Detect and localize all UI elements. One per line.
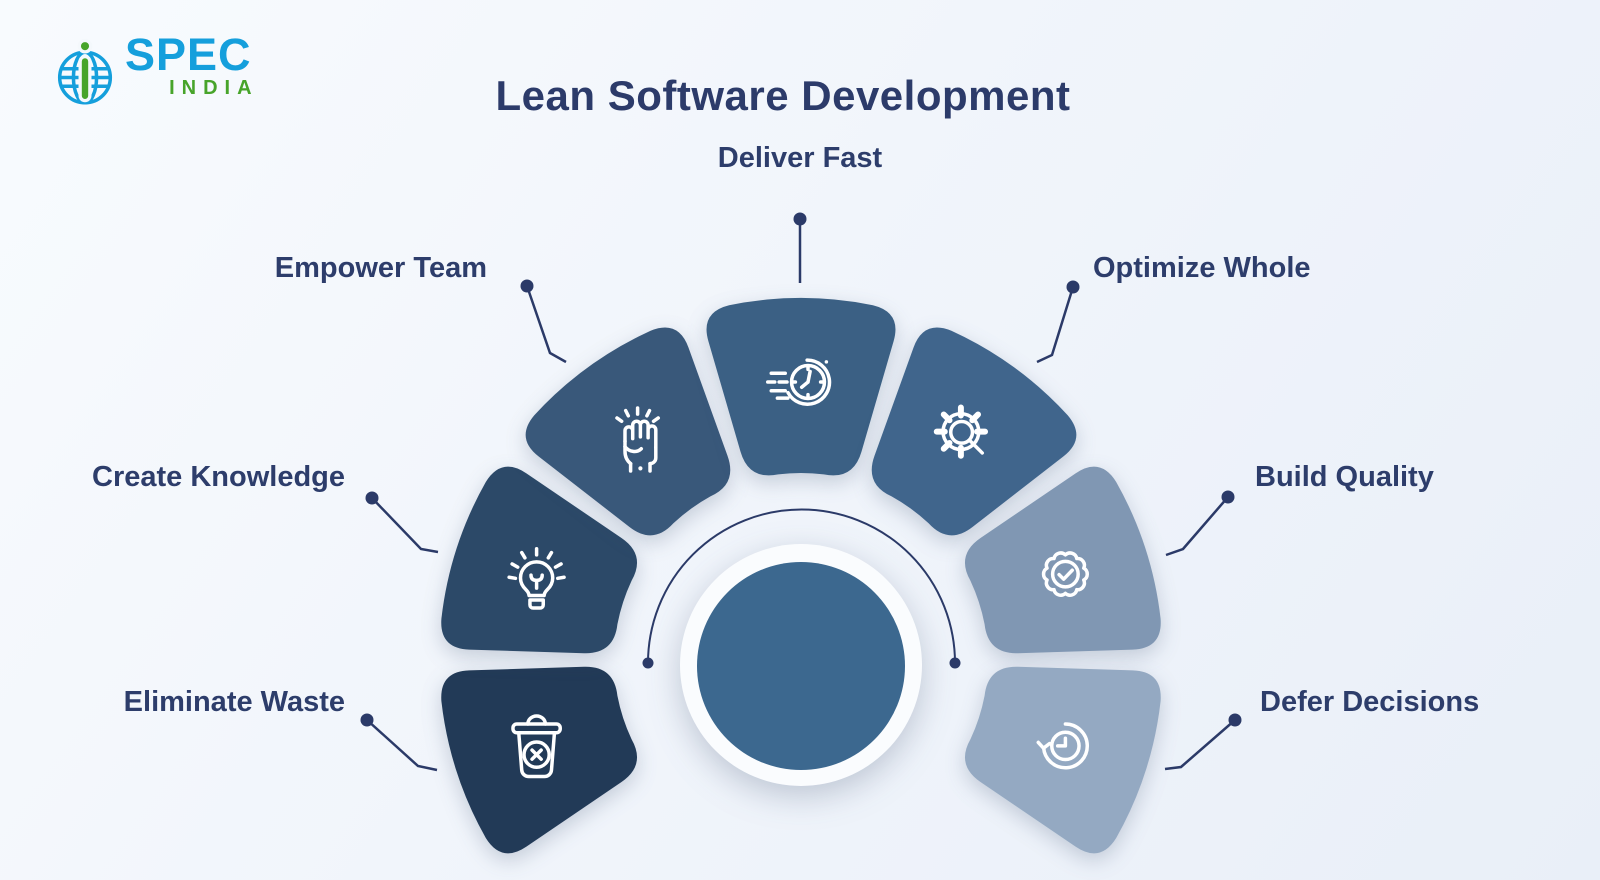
fist-icon [615,406,660,473]
connector-dot-optimize-whole [1066,280,1080,294]
connector-build-quality [1165,490,1235,557]
segment-label-empower-team: Empower Team [274,252,487,284]
connector-dot-empower-team [520,279,534,293]
logo-brand-text: SPEC [125,29,252,80]
fast-clock-icon [766,358,832,406]
connector-eliminate-waste [360,713,438,772]
segment-label-optimize-whole: Optimize Whole [1093,252,1311,284]
connector-dot-defer-decisions [1228,713,1242,727]
connector-dot-create-knowledge [365,491,379,505]
arc-end-dot-left [642,657,654,669]
connector-dot-build-quality [1221,490,1235,504]
segment-empower-team [525,327,731,536]
connector-deliver-fast [793,212,807,283]
segment-label-build-quality: Build Quality [1255,461,1434,493]
center-circle [697,562,905,770]
connector-optimize-whole [1036,280,1080,364]
segment-eliminate-waste [441,666,638,854]
logo-country-text: INDIA [169,77,259,99]
trash-x-icon [511,714,562,779]
connector-dot-eliminate-waste [360,713,374,727]
history-clock-icon [1036,722,1090,770]
segment-create-knowledge [441,466,638,654]
connector-empower-team [520,279,567,364]
page-title: Lean Software Development [495,72,1071,120]
gear-search-icon [933,404,989,459]
connector-create-knowledge [365,491,439,554]
segment-label-defer-decisions: Defer Decisions [1260,686,1480,718]
segment-label-deliver-fast: Deliver Fast [717,142,883,174]
connector-dot-deliver-fast [793,212,807,226]
badge-check-icon [1041,551,1089,597]
segment-label-eliminate-waste: Eliminate Waste [123,686,345,718]
spec-india-logo: SPEC INDIA [52,29,252,110]
globe-icon [57,38,113,105]
center-arc [642,508,961,669]
bulb-icon [507,546,566,610]
arc-end-dot-right [949,657,961,669]
segment-label-create-knowledge: Create Knowledge [92,461,345,493]
connector-defer-decisions [1164,713,1242,771]
